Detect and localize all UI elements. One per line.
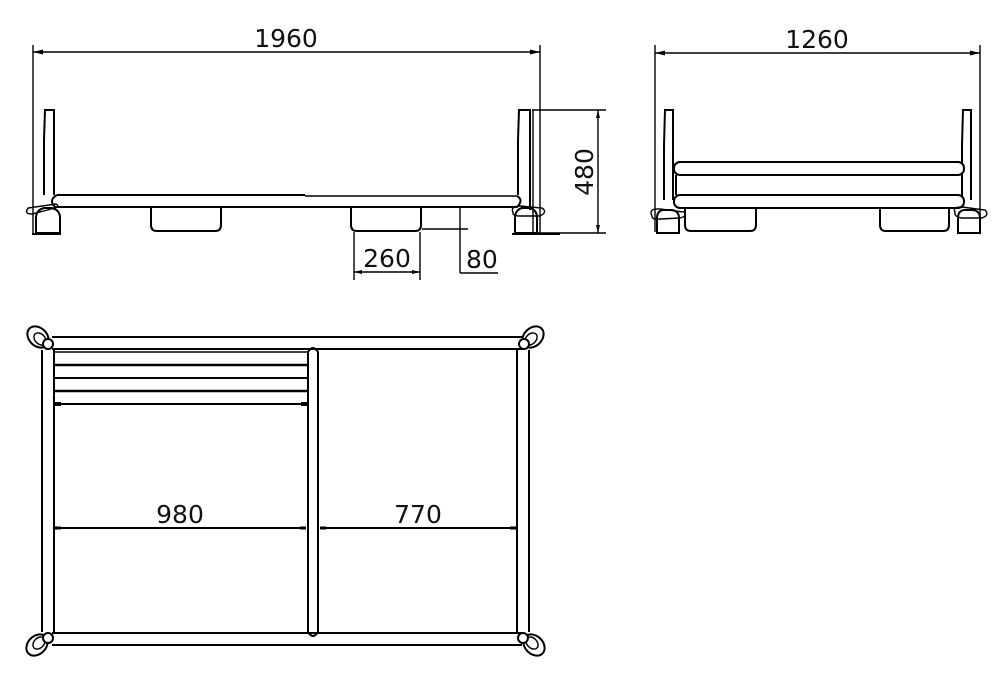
front-view: 1960 — [25, 24, 606, 280]
corner-fitting-bl — [25, 632, 54, 657]
skid-right — [350, 208, 422, 232]
dim-770-label: 770 — [394, 500, 442, 529]
dimension-left-bay: 980 — [55, 500, 306, 530]
dim-1960-label: 1960 — [254, 24, 318, 53]
base-rail — [51, 194, 522, 208]
dimension-skid-height: 80 — [422, 208, 498, 274]
corner-fitting-br — [517, 632, 546, 657]
dim-980-label: 980 — [156, 500, 204, 529]
side-rails — [673, 161, 965, 209]
top-view: 980 770 — [25, 325, 546, 657]
side-view: 1260 — [650, 25, 988, 234]
dimension-skid-width: 260 — [353, 232, 421, 280]
side-right-post — [961, 109, 972, 200]
dim-480-label: 480 — [570, 148, 599, 196]
skid-left — [150, 208, 222, 232]
right-post — [511, 109, 560, 235]
corner-fitting-tr — [518, 325, 545, 350]
side-left-post — [663, 109, 674, 200]
dimension-overall-length: 1960 — [32, 24, 541, 233]
side-skid-right — [879, 208, 950, 232]
dimension-overall-width: 1260 — [654, 25, 981, 232]
side-skid-left — [684, 208, 757, 232]
dim-80-label: 80 — [466, 245, 498, 274]
side-feet — [650, 206, 988, 234]
dimension-right-bay: 770 — [320, 500, 516, 530]
dimension-height: 480 — [532, 109, 606, 234]
corner-fitting-tl — [26, 325, 54, 350]
left-post — [25, 109, 61, 235]
center-crossbar — [307, 347, 319, 637]
dim-1260-label: 1260 — [785, 25, 849, 54]
slat-panel — [55, 351, 307, 406]
dim-260-label: 260 — [363, 244, 411, 273]
